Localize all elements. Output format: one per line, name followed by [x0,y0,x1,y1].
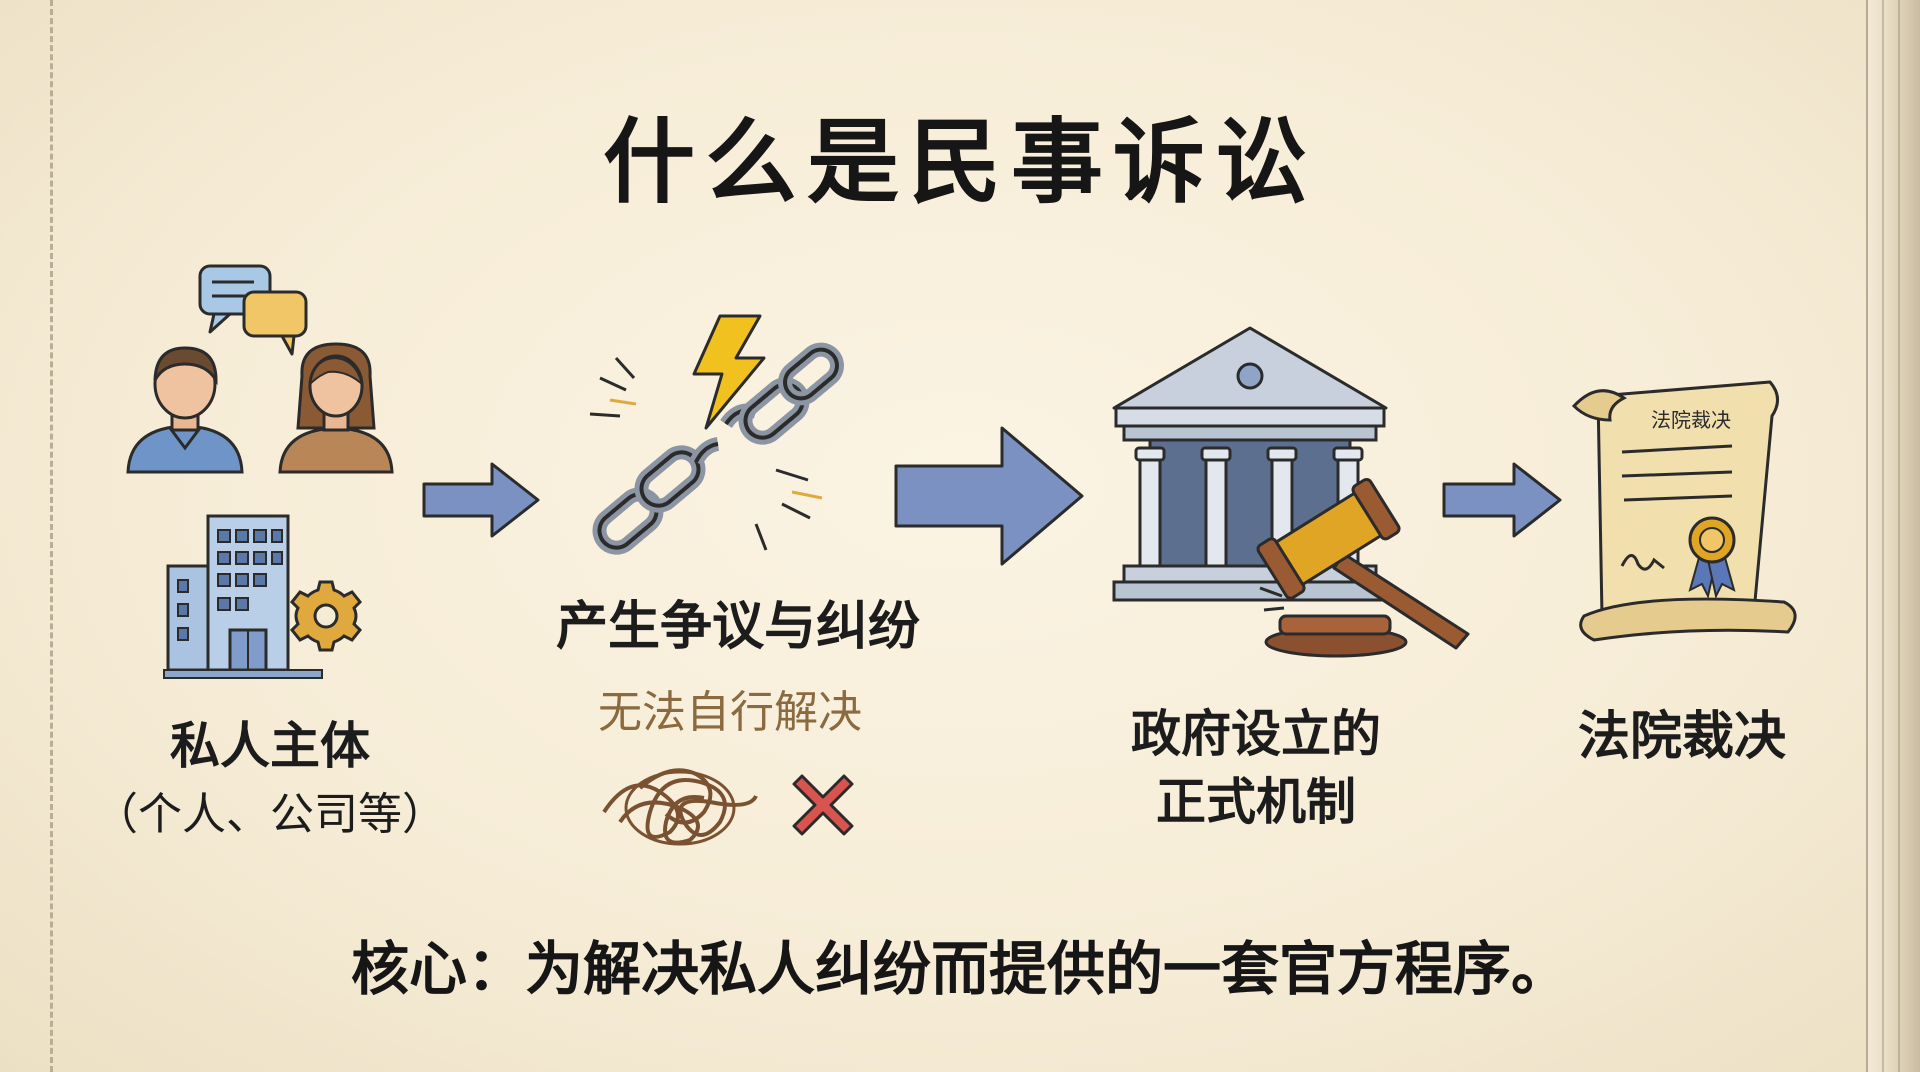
judgment-label: 法院裁决 [1577,707,1786,767]
tangled-knot-icon [602,768,758,846]
gear-icon [289,580,363,652]
paper-edge [1866,0,1920,1072]
broken-chain-icon [589,342,844,555]
gavel-icon [1256,477,1470,658]
arrow-right-icon [894,426,1084,566]
summary-text: 核心：为解决私人纠纷而提供的一套官方程序。 [350,935,1569,1003]
diagram-title: 什么是民事诉讼 [602,109,1317,216]
scroll-icon [1571,380,1797,642]
mechanism-label-line2: 正式机制 [1156,773,1356,831]
scroll-title: 法院裁决 [1651,408,1731,432]
dispute-label: 产生争议与纠纷 [555,597,920,657]
stitch-line [50,0,53,1072]
red-x-icon [792,774,854,836]
dispute-note: 无法自行解决 [598,687,862,738]
parties-sublabel: （个人、公司等） [94,789,446,840]
mechanism-label-line1: 政府设立的 [1131,705,1381,763]
man-icon [126,346,244,474]
office-building-icon [163,514,323,679]
arrow-right-icon [422,462,540,538]
parties-label: 私人主体 [170,717,370,775]
arrow-right-icon [1442,462,1562,538]
lightning-icon [692,314,766,430]
woman-icon [278,342,394,474]
speech-bubbles-icon [198,264,308,356]
